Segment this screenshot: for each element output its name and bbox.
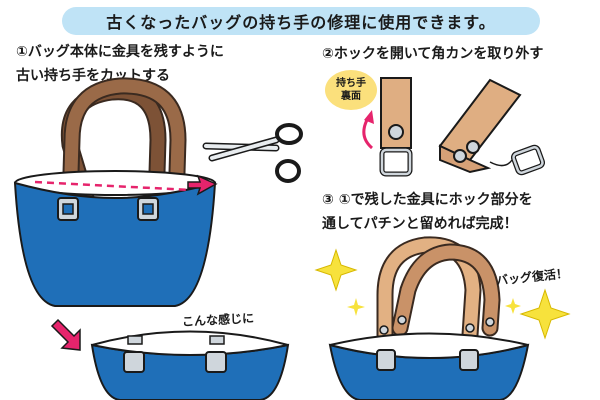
step-3-line-1: ③ ①で残した金具にホック部分を <box>322 192 533 208</box>
banner-title: 古くなったバッグの持ち手の修理に使用できます。 <box>106 13 496 32</box>
cut-bag-illustration <box>90 330 290 400</box>
old-handles-illustration <box>60 77 187 214</box>
step-3-caption: ③ ①で残した金具にホック部分を 通してパチンと留めれば完成！ <box>322 188 533 236</box>
handle-strap-open <box>438 78 546 176</box>
handle-back-badge: 持ち手 裏面 <box>325 70 377 110</box>
new-handles-illustration <box>376 236 501 344</box>
pink-arrow-cut-icon <box>187 174 218 196</box>
handle-back-line-1: 持ち手 <box>336 78 366 89</box>
bag-body-1 <box>13 170 217 307</box>
step-1-line-1: ①バッグ本体に金具を残すように <box>16 44 224 60</box>
finished-bag-illustration <box>328 332 530 400</box>
title-banner: 古くなったバッグの持ち手の修理に使用できます。 <box>62 7 540 35</box>
handle-back-line-2: 裏面 <box>341 91 361 102</box>
step-3-line-2: 通してパチンと留めれば完成！ <box>322 216 518 232</box>
step-2-line-1: ②ホックを開いて角カンを取り外す <box>322 46 544 62</box>
sparkle-icon <box>314 248 571 340</box>
pink-arrow-down-icon <box>50 318 81 351</box>
handle-strap-closed <box>362 77 413 177</box>
step-2-caption: ②ホックを開いて角カンを取り外す <box>322 42 543 66</box>
scissors-icon <box>202 123 303 183</box>
